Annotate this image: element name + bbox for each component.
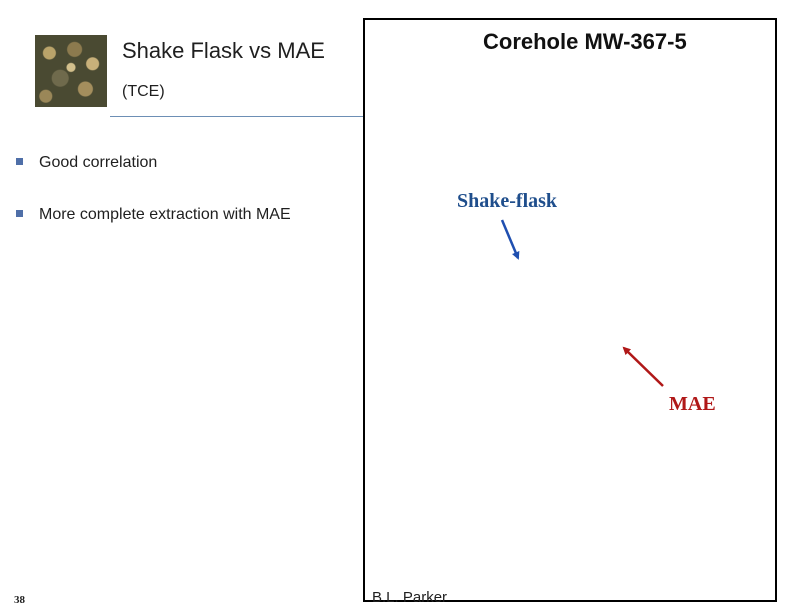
slide-title: Shake Flask vs MAE <box>122 38 325 63</box>
figure-title: Corehole MW-367-5 <box>483 29 687 54</box>
pebbles-logo-image <box>35 35 107 107</box>
arrow-up-left-icon <box>622 346 664 387</box>
bullet-text: Good correlation <box>39 154 158 171</box>
author-credit: B.L. Parker <box>372 589 448 606</box>
bullet-text: More complete extraction with MAE <box>39 206 291 223</box>
title-divider <box>110 116 368 117</box>
bullet-item: More complete extraction with MAE <box>16 206 291 224</box>
slide-subtitle: (TCE) <box>122 83 165 100</box>
mae-label: MAE <box>669 393 716 415</box>
shake-flask-label: Shake-flask <box>457 190 558 212</box>
arrow-down-right-icon <box>500 219 520 260</box>
square-bullet-icon <box>16 158 23 166</box>
square-bullet-icon <box>16 210 23 218</box>
page-number: 38 <box>14 594 25 606</box>
bullet-item: Good correlation <box>16 154 157 172</box>
figure-panel <box>363 18 777 602</box>
